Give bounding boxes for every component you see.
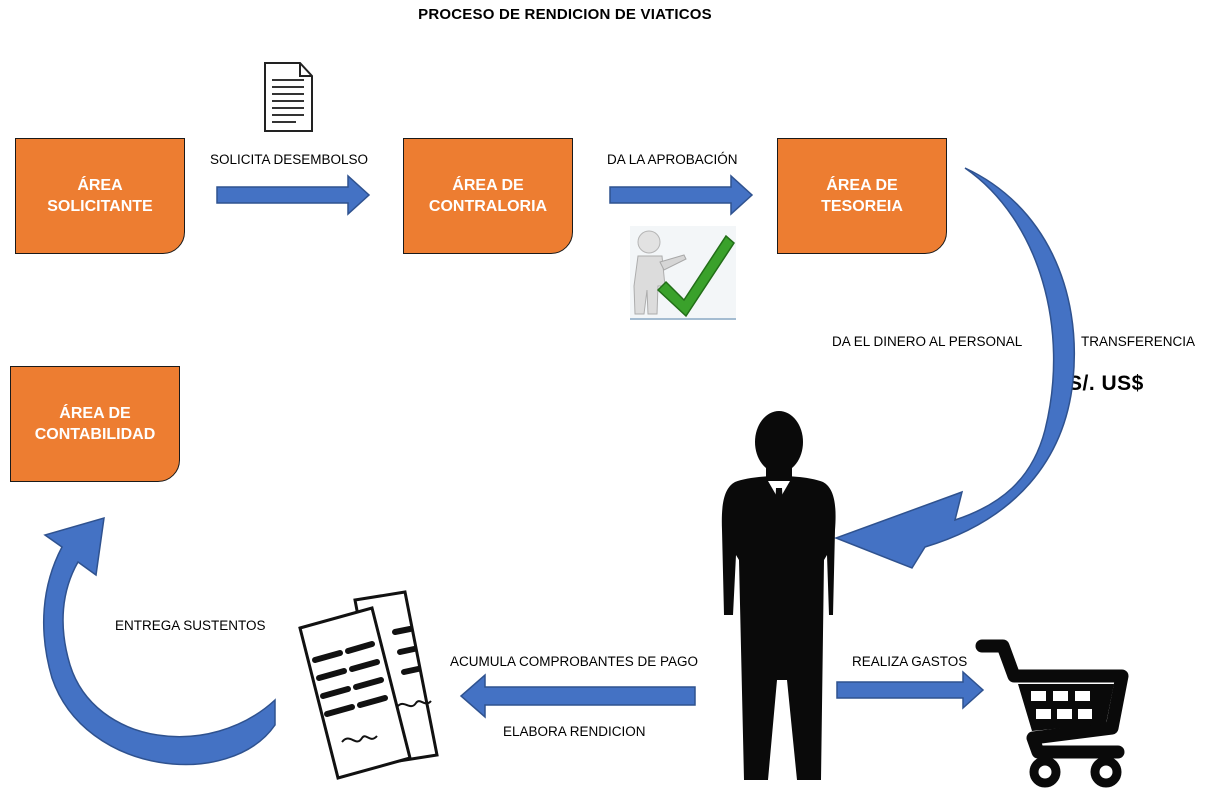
arrow-realiza-gastos bbox=[836, 670, 985, 710]
arrow-solicita bbox=[216, 174, 371, 216]
label-entrega-sustentos: ENTREGA SUSTENTOS bbox=[115, 618, 266, 633]
label-acumula-comprobantes: ACUMULA COMPROBANTES DE PAGO bbox=[450, 654, 699, 669]
curved-arrow-dinero bbox=[833, 167, 1076, 569]
diagram-title: PROCESO DE RENDICION DE VIATICOS bbox=[418, 6, 712, 23]
label-elabora-rendicion: ELABORA RENDICION bbox=[503, 724, 646, 739]
receipts-papers-icon bbox=[298, 590, 439, 780]
label-solicita-desembolso: SOLICITA DESEMBOLSO bbox=[210, 152, 369, 167]
approval-checkmark-icon bbox=[630, 226, 736, 320]
shopping-cart-icon bbox=[975, 639, 1129, 788]
document-icon bbox=[264, 62, 313, 132]
box-area-contraloria: ÁREA DE CONTRALORIA bbox=[403, 138, 573, 254]
box-area-solicitante: ÁREA SOLICITANTE bbox=[15, 138, 185, 254]
arrow-aprobacion bbox=[609, 174, 754, 216]
label-da-la-aprobacion: DA LA APROBACIÓN bbox=[607, 152, 738, 167]
label-realiza-gastos: REALIZA GASTOS bbox=[852, 654, 968, 669]
label-monedas: S/. US$ bbox=[1068, 372, 1144, 395]
label-da-el-dinero: DA EL DINERO AL PERSONAL bbox=[832, 334, 1023, 349]
box-area-tesoreria: ÁREA DE TESOREIA bbox=[777, 138, 947, 254]
box-area-contabilidad: ÁREA DE CONTABILIDAD bbox=[10, 366, 180, 482]
curved-arrow-entrega bbox=[42, 516, 276, 766]
businessman-silhouette-icon bbox=[721, 411, 836, 780]
label-transferencia: TRANSFERENCIA bbox=[1081, 334, 1196, 349]
arrow-acumula bbox=[459, 673, 696, 719]
